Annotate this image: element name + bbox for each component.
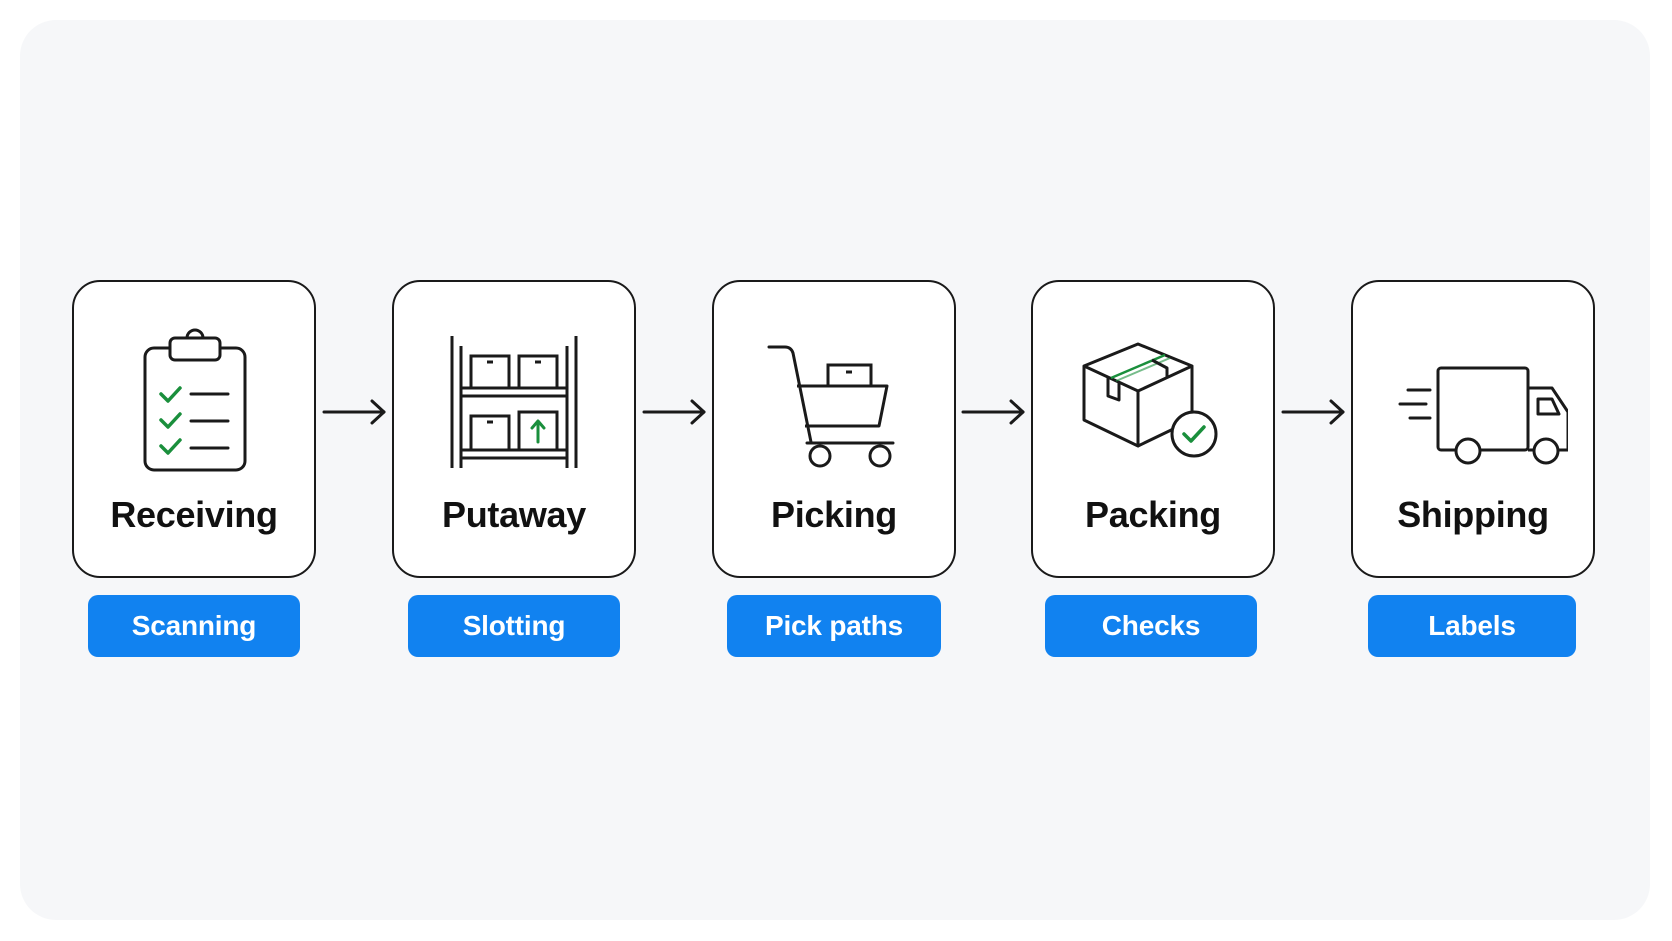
step-putaway: Putaway	[392, 280, 636, 578]
tag-slotting[interactable]: Slotting	[408, 595, 620, 657]
clipboard-checklist-icon	[143, 328, 247, 472]
tag-scanning[interactable]: Scanning	[88, 595, 300, 657]
step-packing: Packing	[1031, 280, 1275, 578]
tag-labels[interactable]: Labels	[1368, 595, 1576, 657]
step-title: Packing	[1085, 494, 1221, 535]
step-title: Shipping	[1397, 494, 1549, 535]
step-title: Picking	[771, 494, 897, 535]
arrow-right-icon	[961, 399, 1025, 425]
step-title: Receiving	[110, 494, 278, 535]
warehouse-shelf-icon	[450, 336, 578, 468]
step-picking: Picking	[712, 280, 956, 578]
tag-checks[interactable]: Checks	[1045, 595, 1257, 657]
step-shipping: Shipping	[1351, 280, 1595, 578]
package-check-icon	[1082, 342, 1218, 458]
delivery-truck-icon	[1398, 366, 1568, 465]
arrow-right-icon	[1281, 399, 1345, 425]
arrow-right-icon	[322, 399, 386, 425]
arrow-right-icon	[642, 399, 706, 425]
step-receiving: Receiving	[72, 280, 316, 578]
step-title: Putaway	[442, 494, 586, 535]
tag-pick-paths[interactable]: Pick paths	[727, 595, 941, 657]
shopping-cart-icon	[767, 345, 895, 468]
